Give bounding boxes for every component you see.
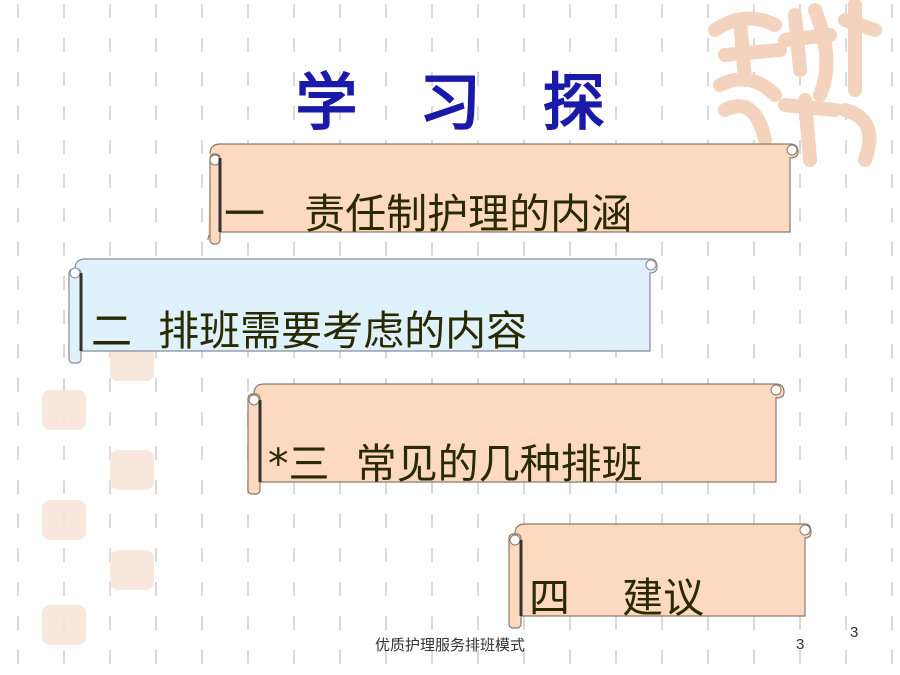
scroll-item-3[interactable]: *三 常见的几种排班 xyxy=(244,380,786,500)
seal-watermark xyxy=(42,605,86,645)
seal-watermark xyxy=(42,390,86,430)
scroll-item-1[interactable]: 一 责任制护理的内涵 xyxy=(200,140,800,245)
scroll-banner-shape xyxy=(508,523,812,629)
seal-watermark xyxy=(110,450,154,490)
page-number: 3 xyxy=(796,636,805,653)
page-number-corner: 3 xyxy=(850,624,859,641)
scroll-item-label: 一 责任制护理的内涵 xyxy=(224,190,633,238)
scroll-item-label: 二 排班需要考虑的内容 xyxy=(91,307,528,355)
scroll-banner-shape xyxy=(207,143,799,245)
scroll-banner-shape xyxy=(247,383,785,495)
scroll-item-label: *三 常见的几种排班 xyxy=(268,440,643,488)
seal-watermark xyxy=(110,550,154,590)
scroll-item-2[interactable]: 二 排班需要考虑的内容 xyxy=(65,255,660,365)
seal-watermark xyxy=(42,500,86,540)
scroll-item-label: 四 建议 xyxy=(529,574,705,622)
auspicious-seal-watermark xyxy=(708,0,882,167)
scroll-item-4[interactable]: 四 建议 xyxy=(505,520,815,630)
scroll-banner-shape xyxy=(68,258,658,364)
footer-text: 优质护理服务排班模式 xyxy=(374,637,525,654)
